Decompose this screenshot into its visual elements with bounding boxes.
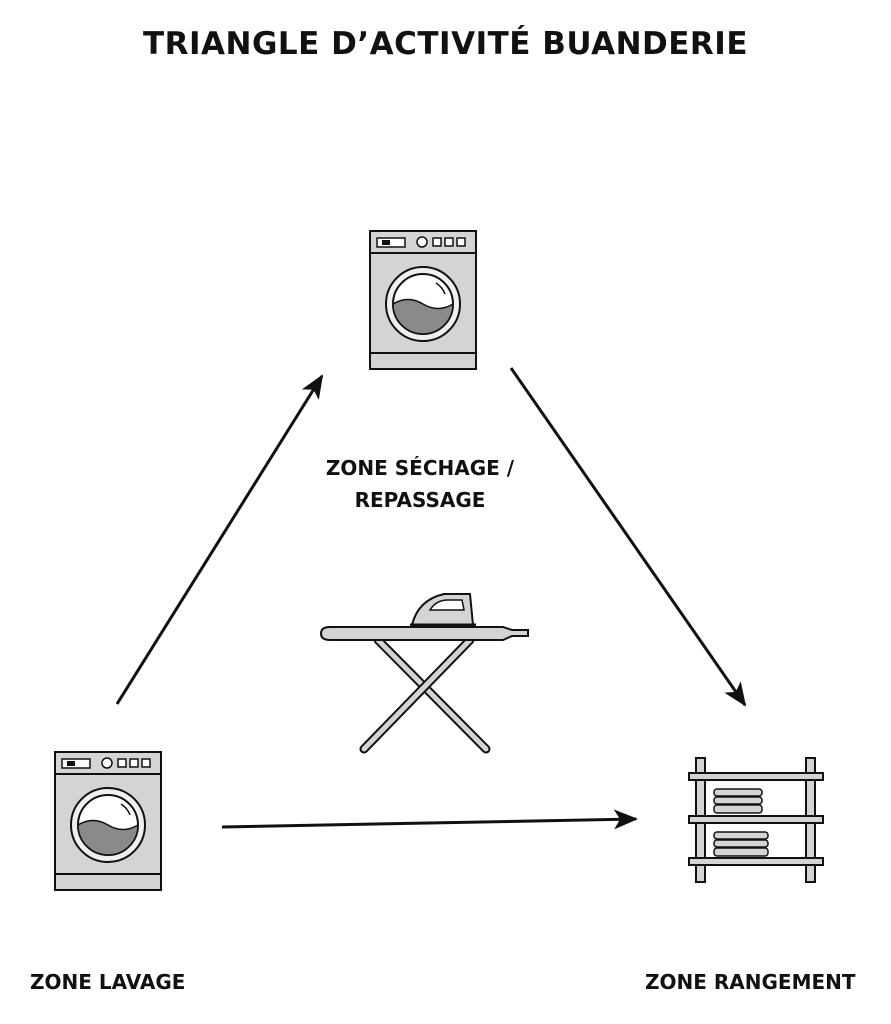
zone-drying-label: ZONE SÉCHAGE / REPASSAGE [300, 452, 540, 516]
arrow-drying-to-storage [509, 367, 747, 707]
iron-icon [410, 593, 476, 627]
diagram-title: TRIANGLE D’ACTIVITÉ BUANDERIE [143, 26, 748, 62]
zone-drying-label-line1: ZONE SÉCHAGE / [325, 456, 515, 480]
washing-machine-icon [54, 751, 162, 891]
shelf-icon [688, 757, 824, 883]
arrow-washing-to-storage [221, 809, 638, 830]
arrow-washing-to-drying [115, 374, 324, 705]
zone-storage-label: ZONE RANGEMENT [645, 970, 856, 994]
zone-washing-label: ZONE LAVAGE [30, 970, 186, 994]
zone-drying-label-line2: REPASSAGE [354, 488, 486, 512]
dryer-icon [369, 230, 477, 370]
ironing-board-icon [319, 626, 529, 754]
